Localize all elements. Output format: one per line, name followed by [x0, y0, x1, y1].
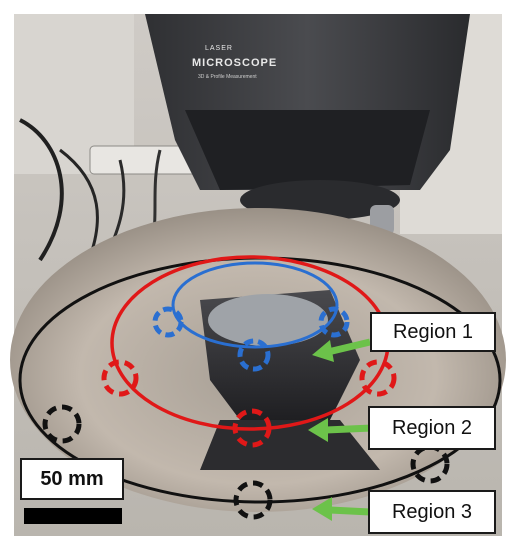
- region-1-label: Region 1: [370, 312, 496, 352]
- microscope-label-line3: 3D & Profile Measurement: [198, 74, 257, 80]
- scale-bar: [24, 508, 122, 524]
- arrow-icon: [312, 497, 371, 521]
- arrow-icon: [312, 338, 371, 362]
- microscope-lower: [185, 110, 430, 190]
- region-3-label: Region 3: [368, 490, 496, 534]
- region-1-circle: [171, 261, 339, 349]
- arrow-icon: [308, 418, 373, 442]
- stage-top: [208, 294, 328, 346]
- target-marker-icon: [101, 359, 397, 448]
- microscope-label-line2: MICROSCOPE: [192, 57, 277, 69]
- microscope-label-line1: LASER: [205, 45, 233, 52]
- scale-bar-label: 50 mm: [20, 458, 124, 500]
- cable: [19, 118, 64, 262]
- target-marker-icon: [152, 306, 350, 372]
- region-2-label: Region 2: [368, 406, 496, 450]
- target-marker-icon: [42, 404, 450, 520]
